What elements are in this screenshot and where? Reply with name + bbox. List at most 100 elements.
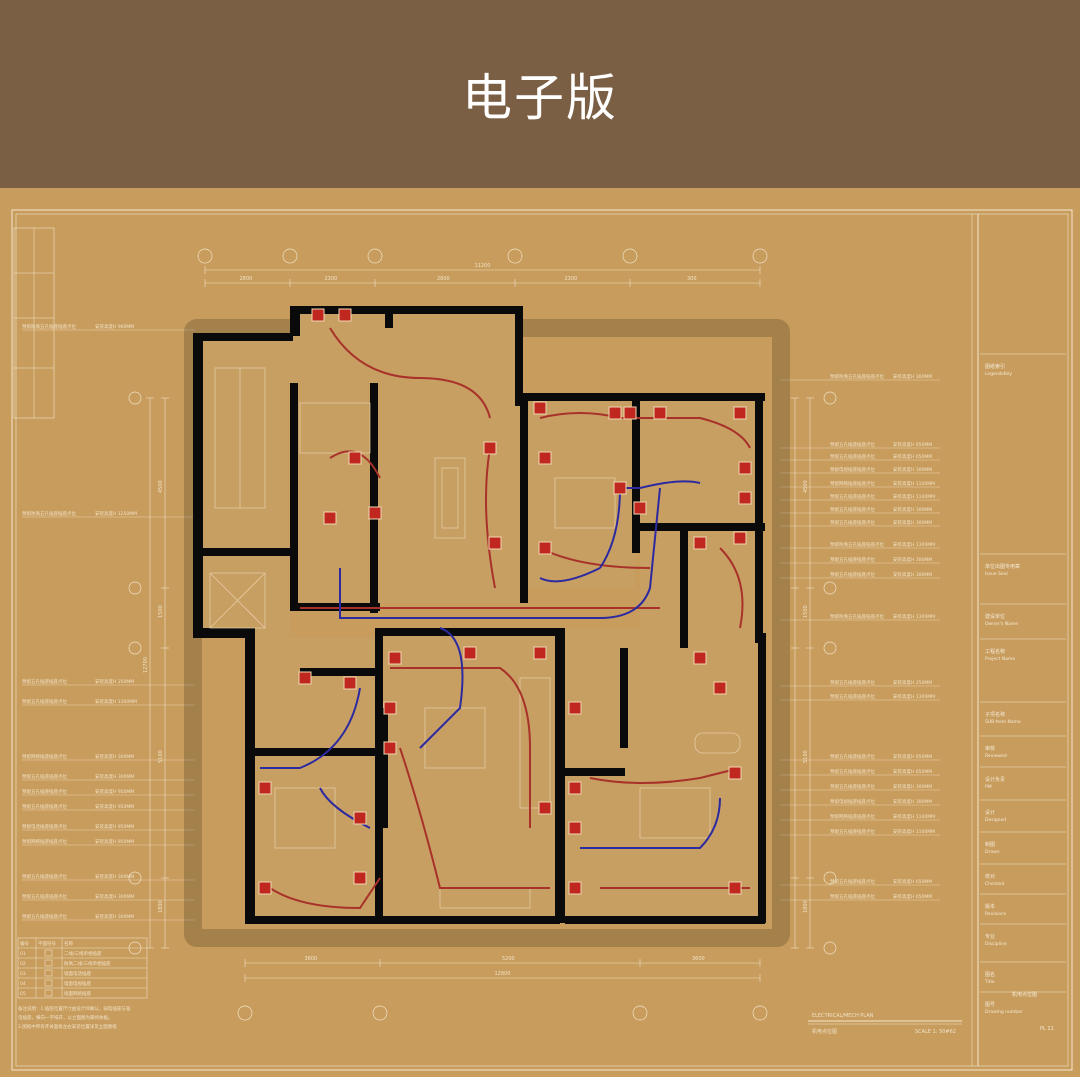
axis-bubble [632,1005,648,1021]
bed-southeast [639,787,711,839]
bathtub [694,732,741,754]
legend-symbol [44,979,53,987]
socket-marker [483,441,497,455]
legend-note: 2.图纸中所有开关面板左右安装位置详见立面图纸 [18,1023,117,1030]
dim-label: 5100 [158,750,164,763]
annotation-left-text: 预留电话插座插座点位 [22,823,67,830]
wall-segment [245,628,255,923]
wall-segment [193,628,253,638]
dim-label: 2800 [240,276,253,282]
dim-label: 1500 [803,605,809,618]
legend-cell: 墙面电话插座 [64,970,91,977]
annotation-right-height: 安装高度H 650MM [893,753,932,760]
legend-header: 平面符号 [38,940,56,947]
living-table [424,707,486,769]
title-row-cn: 建设单位 [985,613,1005,620]
socket-marker [368,506,382,520]
socket-marker [353,811,367,825]
socket-marker [353,871,367,885]
wall-segment [680,528,688,648]
socket-marker [323,511,337,525]
annotation-right-height: 安装高度H 1100MM [893,493,935,500]
socket-marker [533,401,547,415]
legend-note: 电插座，横向一字排开，以立面图为最终依据。 [18,1014,113,1021]
annotation-left-height: 安装高度H 300MM [95,753,134,760]
title-row-cn: 版本 [985,903,995,910]
annotation-right-height: 安装高度H 300MM [893,506,932,513]
annotation-right-height: 安装高度H 300MM [893,519,932,526]
axis-bubble [823,871,837,885]
dim-label: 300 [687,276,697,282]
wall-segment [193,333,203,638]
legend-cell: 墙面电视插座 [64,980,91,987]
plan-scale: SCALE 1: 50#62 [915,1029,956,1035]
annotation-right-height: 安装高度H 1300MM [893,541,935,548]
axis-bubble [367,248,383,264]
annotation-left-height: 安装高度H 300MM [95,913,134,920]
plan-label: ELECTRICAL/MECH PLAN 机电点位图 SCALE 1: 50#6… [808,1013,962,1035]
title-row-cn: 工程名称 [985,648,1005,655]
socket-marker [653,406,667,420]
elevator [209,572,266,629]
socket-marker [348,451,362,465]
wall-segment [290,306,515,314]
legend-symbol [44,949,53,957]
dim-label: 12800 [495,971,511,977]
annotation-right-text: 预留电视插座插座点位 [830,466,875,473]
wall-segment [565,916,765,924]
socket-annotations: 预留防溅五孔插座插座点位安装高度H 900MM预留防溅五孔插座插座点位安装高度H… [22,323,940,921]
annotation-left-height: 安装高度H 300MM [95,873,134,880]
title-row-cn: 设计 [985,809,995,816]
title-row-cn: 子项名称 [985,711,1005,718]
title-row-en: PM [985,784,992,790]
annotation-left-text: 预留五孔插座插座点位 [22,788,67,795]
dim-label: 4500 [158,480,164,493]
annotation-right-text: 预留五孔插座插座点位 [830,753,875,760]
socket-marker [728,881,742,895]
outer-frame [11,209,1073,1071]
annotation-right-height: 安装高度H 300MM [893,373,932,380]
title-row-cn: 图纸索引 [985,363,1005,370]
axis-bubble [823,391,837,405]
socket-marker [633,501,647,515]
annotation-left-text: 预留五孔插座插座点位 [22,893,67,900]
wall-segment [555,628,565,923]
socket-marker [613,481,627,495]
annotation-left-height: 安装高度H 950MM [95,803,134,810]
title-row-cn: 设计负责 [985,776,1005,783]
socket-marker [488,536,502,550]
legend-cell: 防溅二线/三线单相插座 [64,960,111,967]
socket-marker [343,676,357,690]
annotation-right-height: 安装高度H 300MM [893,798,932,805]
annotation-left-height: 安装高度H 900MM [95,323,134,330]
drawing-number-value: PL 11 [1040,1026,1054,1032]
title-row-en: Revisions [985,911,1007,917]
annotation-right-height: 安装高度H 300MM [893,556,932,563]
wall-segment [300,668,375,676]
legend-symbol [44,989,53,997]
axis-bubble [372,1005,388,1021]
inner-frame [15,213,1069,1067]
plan-label-en: ELECTRICAL/MECH PLAN [812,1013,874,1019]
annotation-left-text: 预留五孔插座插座点位 [22,698,67,705]
wall-segment [290,383,298,608]
legend-cell: 05 [20,991,26,997]
plan-label-cn: 机电点位图 [812,1028,837,1035]
dim-label: 2300 [325,276,338,282]
annotation-right-height: 安装高度H 650MM [893,441,932,448]
walls [193,306,766,924]
axis-bubble [282,248,298,264]
wall-segment [385,306,393,328]
left-margin-table [13,227,55,419]
annotation-right-text: 预留五孔插座插座点位 [830,679,875,686]
socket-marker [568,821,582,835]
title-row-en: Drawing number [985,1009,1023,1015]
axis-bubble [128,871,142,885]
wall-segment [245,916,385,924]
socket-marker [258,781,272,795]
wall-segment [290,306,300,336]
socket-marker [463,646,477,660]
